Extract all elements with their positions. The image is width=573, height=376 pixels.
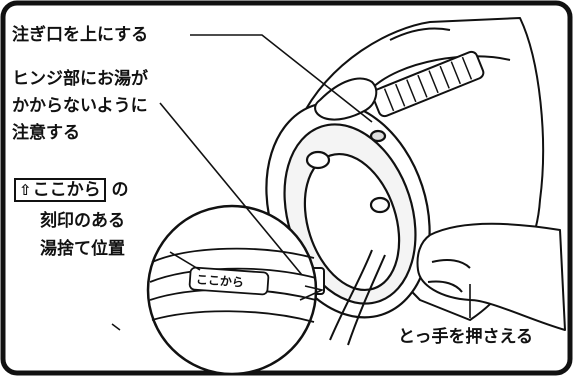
label-hinge-line3: 注意する (12, 122, 80, 144)
stamp-text: ここから (195, 272, 245, 290)
marked-badge: ⇧ここから (14, 178, 106, 202)
leader-mark (169, 251, 201, 271)
leader-magnify (299, 285, 325, 301)
right-hand-icon (416, 222, 566, 331)
top-hand-icon (314, 27, 451, 121)
water-level-window (371, 50, 485, 118)
label-marked-line1: ⇧ここから の (14, 178, 129, 202)
marked-word: ここから (32, 180, 101, 200)
marked-suffix: の (111, 180, 129, 200)
water-stream (329, 249, 386, 346)
leader-hinge (159, 102, 303, 276)
engraved-stamp (188, 266, 270, 296)
leader-spout (190, 34, 373, 123)
label-spout-up: 注ぎ口を上にする (12, 24, 149, 46)
leader-lines (159, 34, 471, 318)
up-arrow-icon: ⇧ (19, 181, 32, 199)
label-hinge-line2: かからないように (12, 95, 148, 117)
lid-button-icon (369, 196, 391, 214)
label-marked-line2: 刻印のある (40, 210, 125, 232)
lid-button-icon (305, 150, 331, 170)
magnified-rim (149, 247, 317, 323)
label-handle: とっ手を押さえる (398, 326, 533, 348)
label-marked-line3: 湯捨て位置 (40, 238, 125, 260)
label-hinge-line1: ヒンジ部にお湯が (12, 68, 148, 90)
